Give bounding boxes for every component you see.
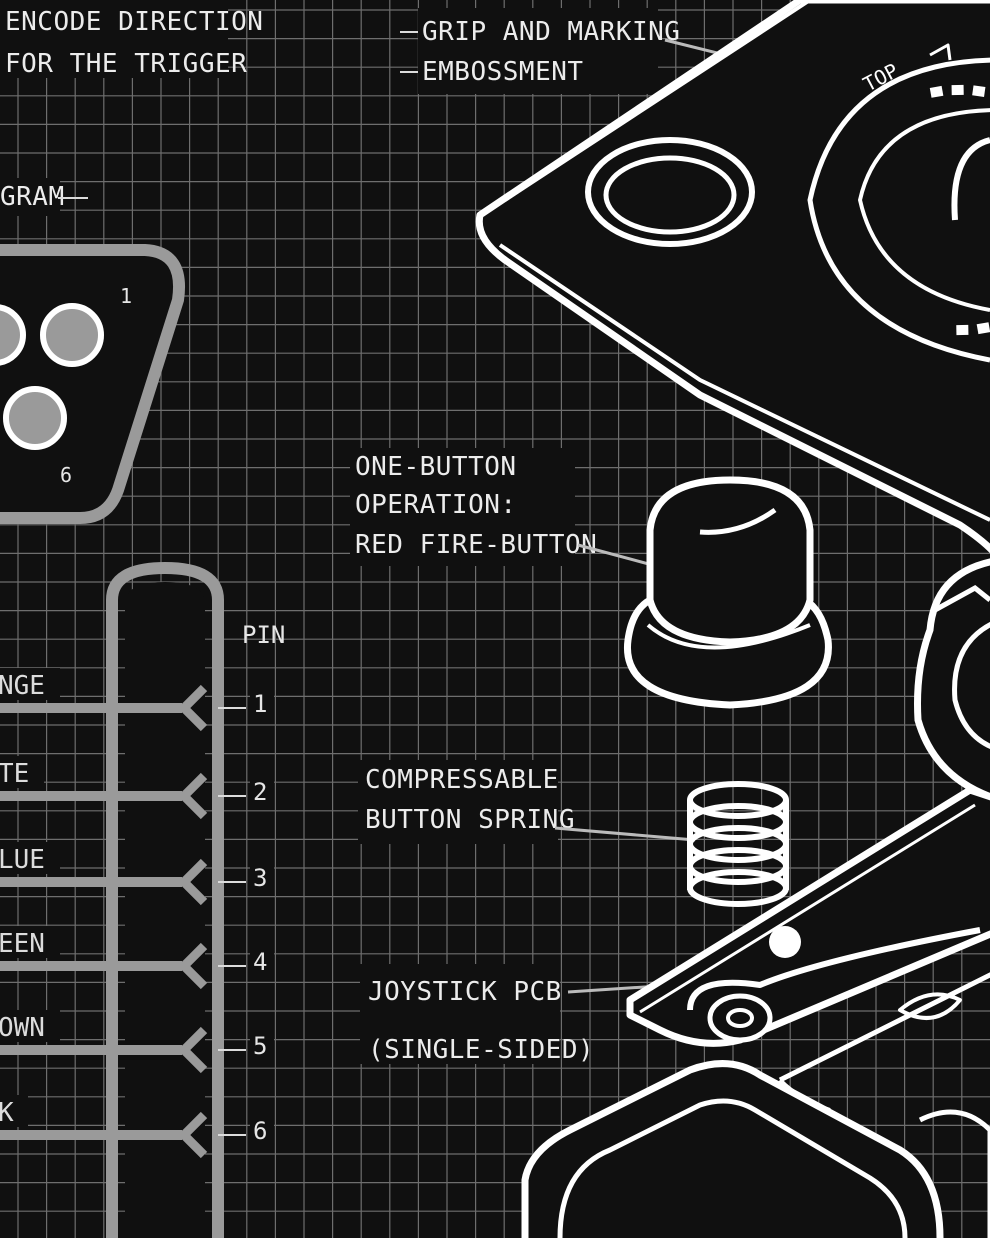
pin-number: 4 [253,948,267,976]
wire-color-label: TE [0,759,29,789]
pinout-row: EEN 4 [0,926,274,990]
pcb-label-line-2: (SINGLE-SIDED) [368,1035,594,1065]
joystick-pcb [626,786,990,1083]
wire-color-label: OWN [0,1013,45,1043]
db9-connector: 1 6 [0,244,185,524]
connector-pin-label-6: 6 [60,463,72,487]
grip-ring [807,57,990,363]
connector-pin-label-1: 1 [120,284,132,308]
pin-number: 1 [253,690,267,718]
pinout-row: K6 [0,1095,274,1159]
red-fire-button [623,476,832,709]
pin-column-header: PIN [242,621,285,649]
button-label-line-3: RED FIRE-BUTTON [355,530,597,560]
spring-label: COMPRESSABLE BUTTON SPRING [358,760,696,844]
pin-number: 6 [253,1117,267,1145]
grip-label-line-2: EMBOSSMENT [422,57,584,87]
connector-pin-hole [0,304,26,366]
button-label-line-2: OPERATION: [355,490,517,520]
joystick-base-housing: TOP [475,0,990,554]
pcb-mounting-hole [769,926,801,958]
encode-direction-note: ENCODE DIRECTION FOR THE TRIGGER [0,0,263,79]
spring-label-line-2: BUTTON SPRING [365,805,575,835]
pin-number: 5 [253,1032,267,1060]
pinout-row: OWN 5 [0,1010,274,1074]
pinout-row: NGE 1 [0,668,274,732]
pcb-label-line-1: JOYSTICK PCB [368,977,562,1007]
button-spring [687,781,789,907]
fire-button-label: ONE-BUTTON OPERATION: RED FIRE-BUTTON [350,448,709,582]
wire-color-label: K [0,1098,14,1128]
connector-pin-hole [40,303,104,367]
wire-color-label: LUE [0,845,45,875]
note-line-1: ENCODE DIRECTION [5,7,263,37]
diagram-title-fragment: GRAM [0,182,65,212]
wire-color-label: NGE [0,671,45,701]
button-label-line-1: ONE-BUTTON [355,452,517,482]
joystick-bottom-housing [521,1060,990,1238]
grip-label: GRIP AND MARKING EMBOSSMENT [400,0,859,94]
pinout-row: TE 2 [0,756,274,820]
pin-number: 3 [253,864,267,892]
note-line-2: FOR THE TRIGGER [5,49,247,79]
grip-label-line-1: GRIP AND MARKING [422,17,680,47]
pcb-label: JOYSTICK PCB (SINGLE-SIDED) [360,964,676,1065]
joystick-shaft [914,558,990,801]
spring-label-line-1: COMPRESSABLE [365,765,559,795]
pinout-row: LUE 3 [0,842,274,906]
grip-ring-ticks [929,84,990,336]
pin-number: 2 [253,778,267,806]
wire-color-label: EEN [0,929,45,959]
connector-pin-hole [3,386,67,450]
